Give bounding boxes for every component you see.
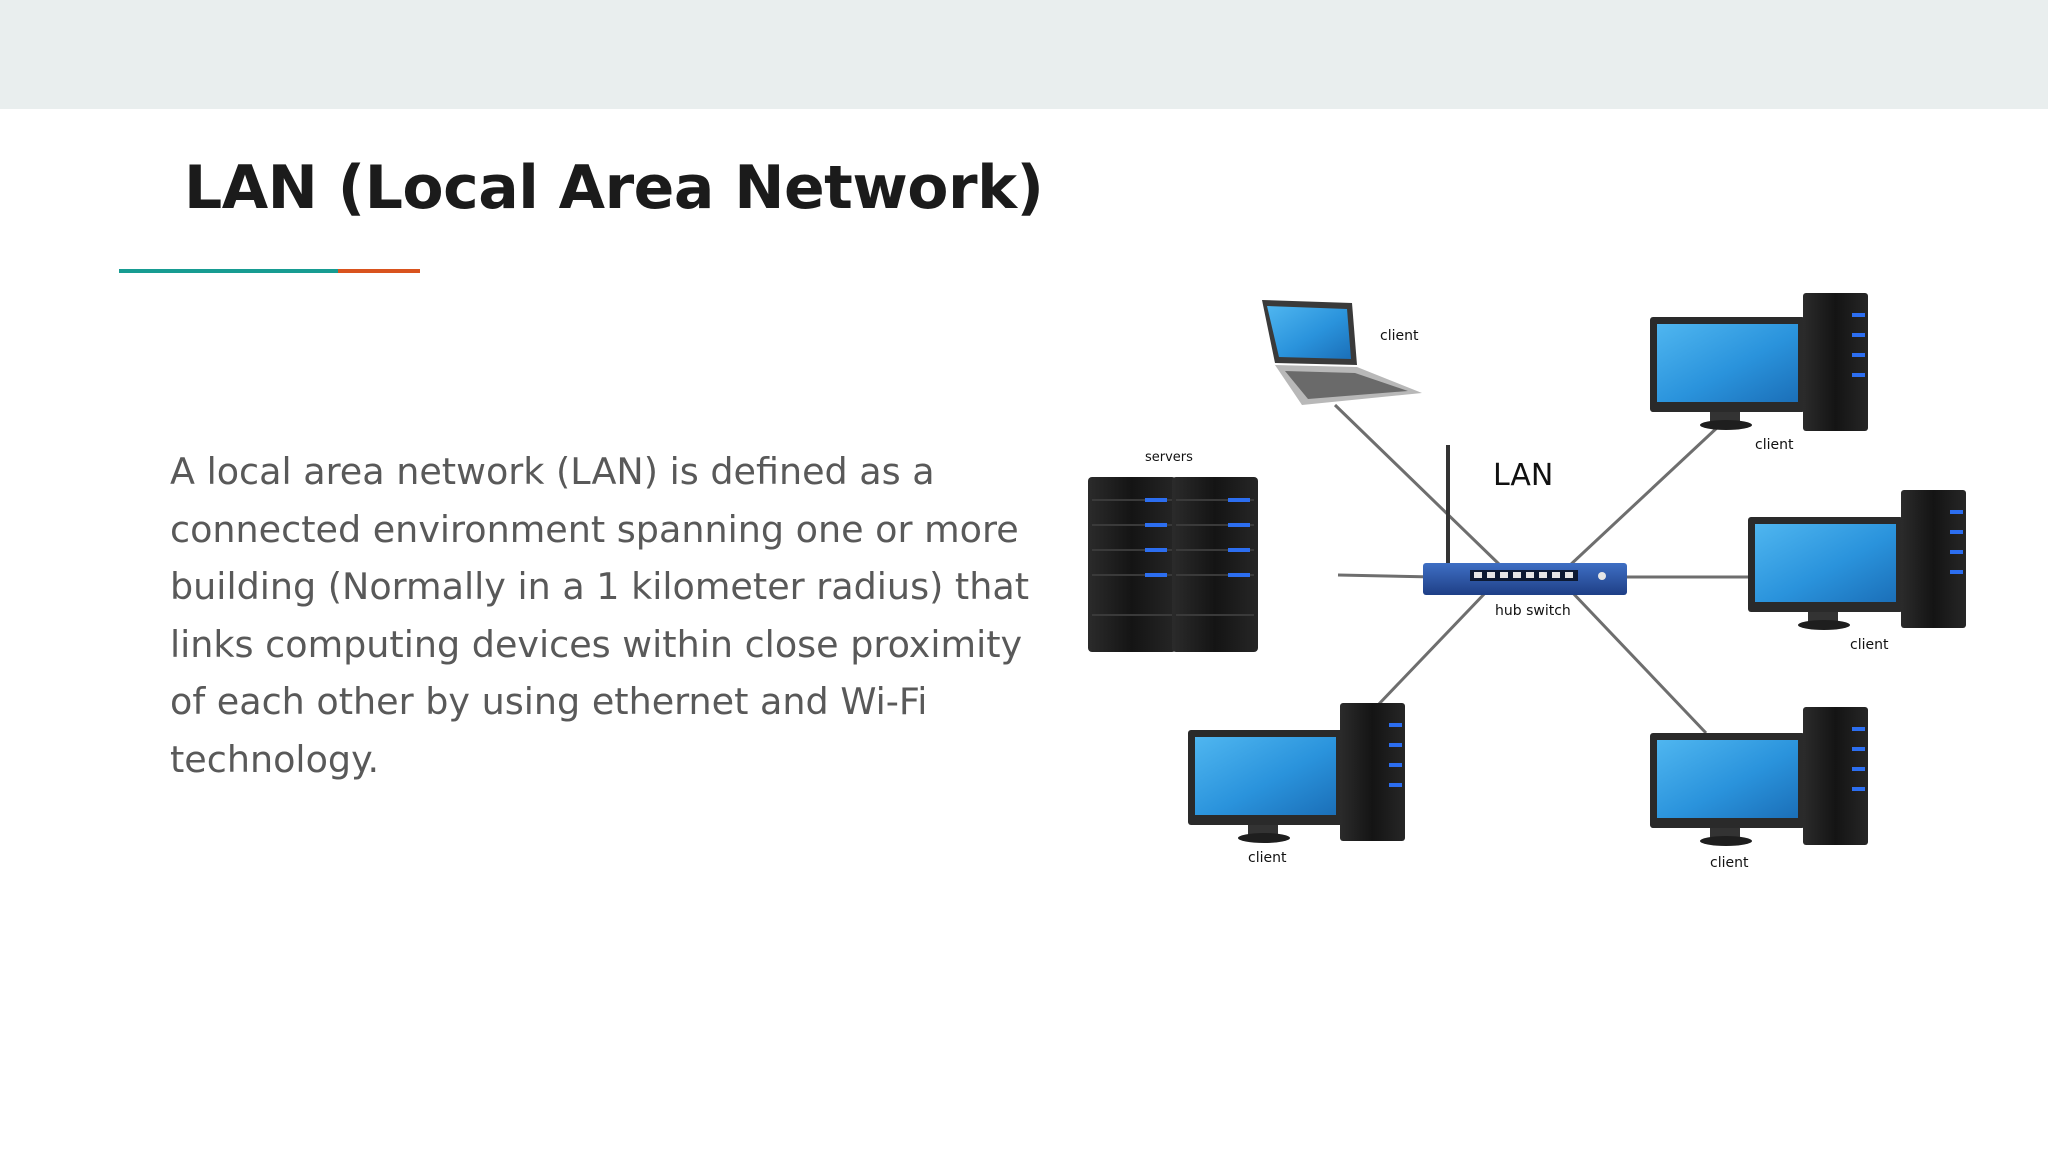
title-underline [119,269,420,273]
servers-icon: servers [1088,450,1258,652]
hub-switch-icon: hub switch LAN [1423,445,1627,619]
client-label-laptop: client [1380,328,1419,344]
desktop-client-icon-bottom-right: client [1650,707,1868,871]
top-banner [0,0,2048,109]
servers-label: servers [1145,450,1193,465]
desktop-client-icon-right: client [1748,490,1966,653]
desktop-client-icon-top-right: client [1650,293,1868,453]
network-cables [1333,403,1750,735]
client-label-right: client [1850,637,1889,653]
underline-orange-segment [338,269,420,273]
client-label-bottom-left: client [1248,850,1287,866]
laptop-client-icon: client [1262,300,1422,405]
body-paragraph: A local area network (LAN) is defined as… [170,450,1030,781]
lan-label: LAN [1493,458,1553,493]
desktop-client-icon-bottom-left: client [1188,703,1405,866]
client-label-top-right: client [1755,437,1794,453]
lan-network-diagram: servers client client client clien [1088,293,1966,871]
underline-teal-segment [119,269,338,273]
slide-title: LAN (Local Area Network) [184,153,1044,223]
hub-switch-label: hub switch [1495,603,1571,619]
client-label-bottom-right: client [1710,855,1749,871]
